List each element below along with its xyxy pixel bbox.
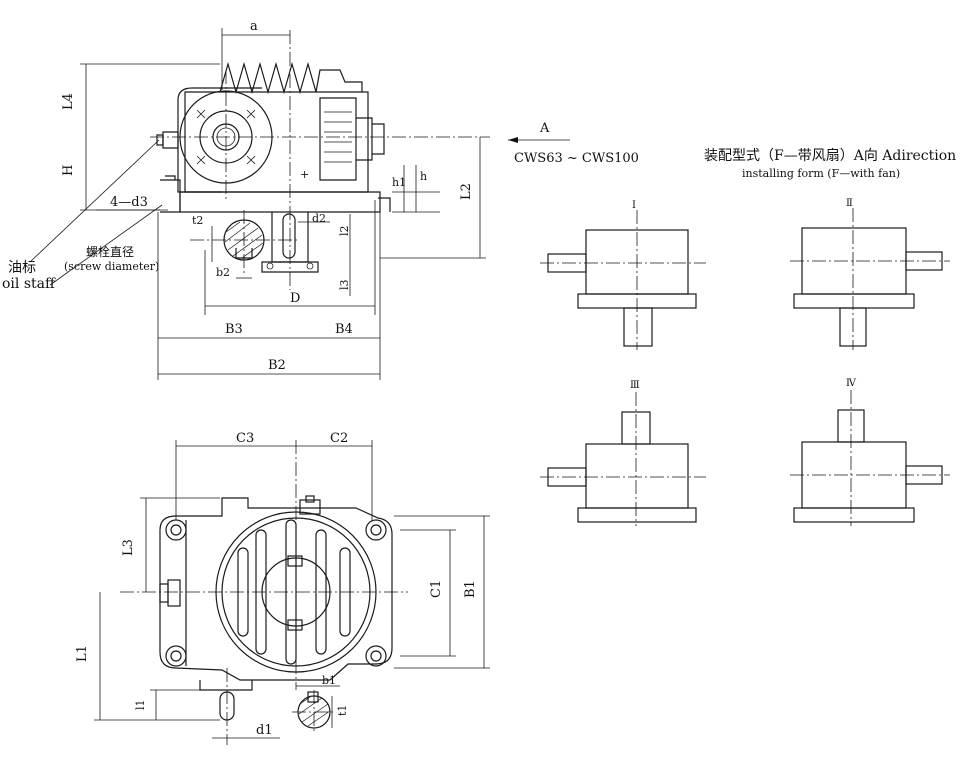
dim-t1: t1 bbox=[336, 705, 349, 716]
install-form-4: Ⅳ bbox=[790, 378, 950, 526]
dim-b2-small: b2 bbox=[216, 266, 230, 279]
dim-l1: L1 bbox=[75, 645, 90, 662]
install-subtitle: installing form (F—with fan) bbox=[742, 167, 900, 180]
dim-l4: L4 bbox=[61, 93, 76, 110]
install-form-3: Ⅲ bbox=[540, 380, 706, 526]
dim-c1: C1 bbox=[429, 580, 444, 598]
dim-4-d3: 4—d3 bbox=[110, 195, 148, 210]
form-1-roman: Ⅰ bbox=[632, 200, 636, 211]
dim-l1-small: l1 bbox=[134, 699, 147, 710]
dim-b4: B4 bbox=[335, 322, 353, 337]
oil-staff-cn: 油标 bbox=[8, 260, 36, 276]
form-4-roman: Ⅳ bbox=[846, 378, 857, 389]
install-title: 装配型式（F—带风扇）A向 Adirection bbox=[704, 148, 956, 164]
dim-d: D bbox=[290, 291, 300, 306]
model-range: CWS63 ~ CWS100 bbox=[514, 151, 639, 166]
dim-h1: h1 bbox=[392, 176, 406, 189]
direction-arrow: A CWS63 ~ CWS100 bbox=[508, 121, 639, 166]
dim-l3: L3 bbox=[121, 539, 136, 556]
dim-d1: d1 bbox=[256, 723, 273, 738]
install-form-2: Ⅱ bbox=[790, 198, 950, 350]
screw-label-en: (screw diameter) bbox=[64, 260, 159, 273]
side-view: + a bbox=[2, 19, 490, 380]
svg-text:+: + bbox=[300, 168, 309, 181]
dim-b1-small: b1 bbox=[322, 674, 336, 687]
screw-label-cn: 螺栓直径 bbox=[86, 244, 134, 259]
dim-d2: d2 bbox=[312, 212, 326, 225]
install-form-1: Ⅰ bbox=[540, 200, 706, 350]
form-3-roman: Ⅲ bbox=[630, 380, 640, 391]
dim-t2: t2 bbox=[192, 214, 203, 227]
dim-c2: C2 bbox=[330, 431, 348, 446]
oil-staff-en: oil staff bbox=[2, 276, 56, 292]
dim-l2-small: l2 bbox=[338, 225, 351, 236]
dim-c3: C3 bbox=[236, 431, 254, 446]
dim-b2: B2 bbox=[268, 358, 286, 373]
dim-l2: L2 bbox=[459, 183, 474, 200]
arrow-a-label: A bbox=[539, 121, 550, 136]
dim-h: H bbox=[61, 165, 76, 176]
dim-a: a bbox=[250, 19, 258, 34]
dim-h-small: h bbox=[420, 170, 427, 183]
dim-b1: B1 bbox=[463, 580, 478, 598]
form-2-roman: Ⅱ bbox=[846, 198, 853, 209]
top-view: C3 C2 L3 L1 l1 C1 B1 d1 b1 t1 bbox=[75, 431, 490, 745]
dim-b3: B3 bbox=[225, 322, 243, 337]
dim-l3-small: l3 bbox=[338, 279, 351, 290]
